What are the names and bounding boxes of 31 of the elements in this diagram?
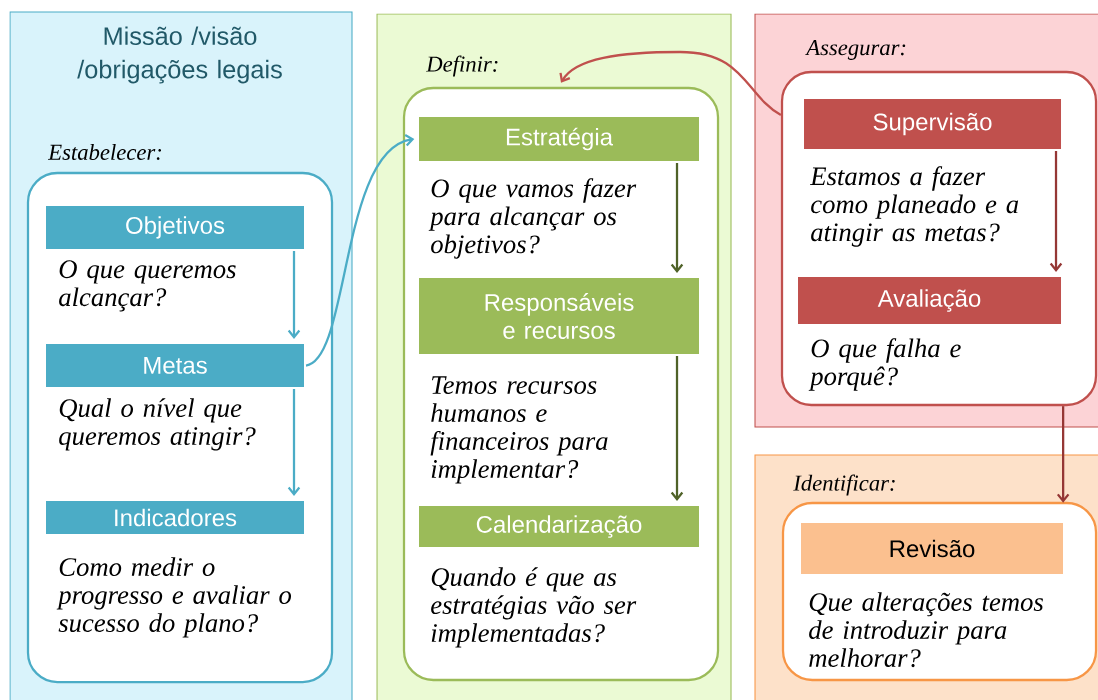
- question-text: O que vamos fazer para alcançar os objetivos?: [428, 178, 637, 259]
- question-text: Como medir o progresso e avaliar o sucesso do plano?: [56, 557, 292, 638]
- section-heading: Identificar:: [793, 474, 895, 496]
- header-box: Objetivos: [44, 204, 306, 251]
- question-text: Temos recursos humanos e financeiros para implementar?: [430, 376, 608, 484]
- question-text: O que queremos alcançar?: [59, 260, 236, 312]
- header-box: Indicadores: [44, 499, 306, 536]
- arrow: [1056, 406, 1070, 503]
- section-heading: Definir:: [426, 55, 498, 77]
- section-heading: Assegurar:: [805, 40, 906, 60]
- arrow: [670, 163, 684, 273]
- question-text: O que falha e porquê?: [808, 338, 961, 391]
- header-box: Avaliação: [796, 275, 1063, 326]
- arrow: [287, 389, 301, 496]
- header-box: Responsáveis e recursos: [417, 276, 701, 356]
- arrow: [670, 356, 684, 501]
- header-box: Metas: [44, 342, 306, 389]
- question-text: Que alterações temos de introduzir para melhorar?: [809, 592, 1043, 668]
- question-text: Qual o nível que queremos atingir?: [59, 398, 256, 451]
- arrow: [1049, 151, 1063, 272]
- panel-title: Missão /visão /obrigações legais: [77, 26, 282, 84]
- header-box: Supervisão: [802, 97, 1063, 151]
- header-box: Calendarização: [417, 504, 701, 549]
- section-heading: Estabelecer:: [48, 144, 162, 160]
- arrow: [559, 50, 782, 116]
- header-box: Revisão: [799, 521, 1065, 576]
- arrow: [287, 251, 301, 339]
- question-text: Estamos a fazer como planeado e a atingir as metas?: [809, 166, 1019, 247]
- arrow: [305, 134, 415, 367]
- header-box: Estratégia: [417, 115, 701, 163]
- question-text: Quando é que as estratégias vão ser implementadas?: [431, 567, 637, 648]
